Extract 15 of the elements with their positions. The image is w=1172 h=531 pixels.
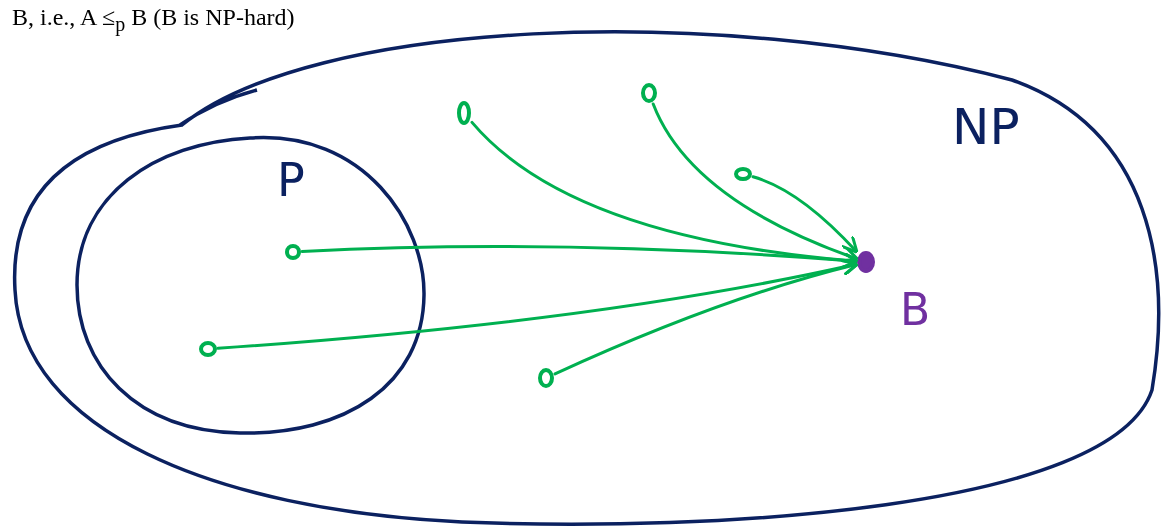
point-marker xyxy=(733,166,753,182)
arrow xyxy=(470,120,859,269)
point-marker xyxy=(640,82,658,104)
set-region xyxy=(75,135,425,435)
arrow xyxy=(651,102,859,263)
arrow xyxy=(751,175,859,254)
set-label: NP xyxy=(952,102,1020,152)
arrow xyxy=(553,259,859,376)
set-label: P xyxy=(277,157,305,203)
point-marker xyxy=(284,243,302,261)
heading: B, i.e., A ≤$_{p}$ B (B is NP-hard) xyxy=(12,4,295,36)
point-label: B xyxy=(900,288,931,332)
point-marker xyxy=(198,340,218,358)
point-marker xyxy=(456,100,472,126)
point-marker xyxy=(537,367,555,389)
